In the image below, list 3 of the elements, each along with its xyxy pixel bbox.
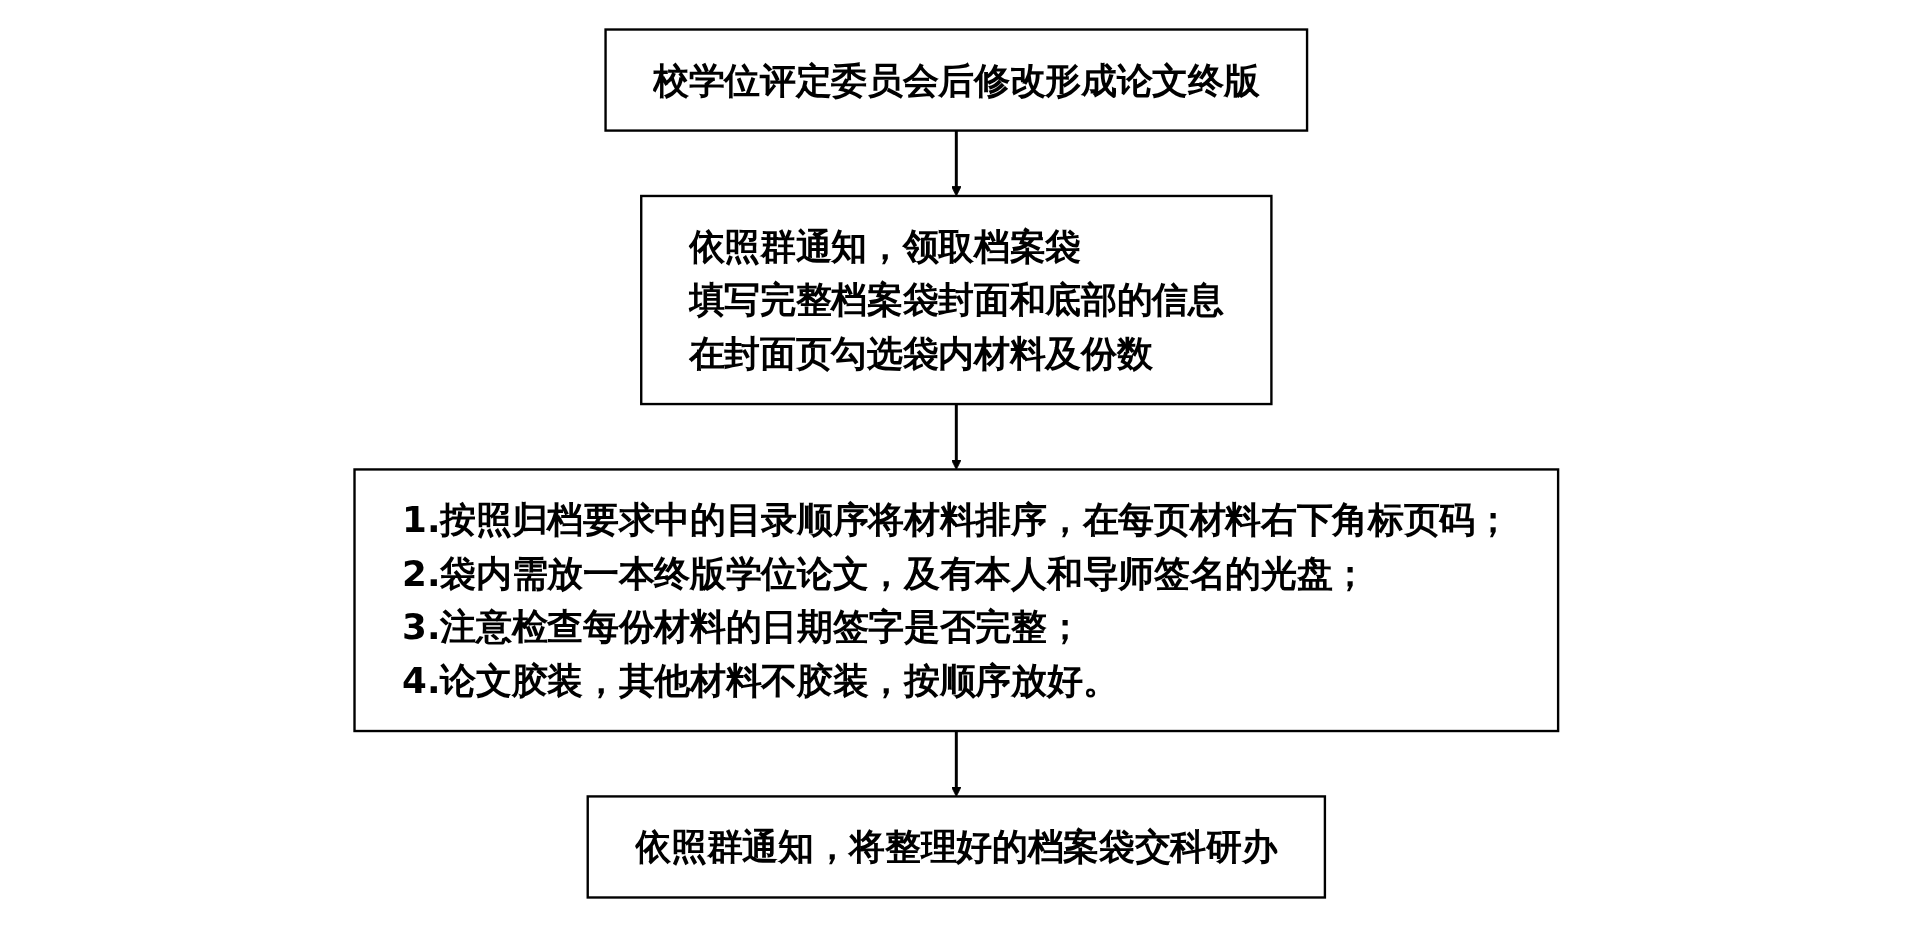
arrow bbox=[950, 731, 962, 797]
arrow bbox=[950, 404, 962, 470]
node-box: 1.按照归档要求中的目录顺序将材料排序，在每页材料右下角标页码； 2.袋内需放一本终版学位论文，及有本人和导师签名的光盘； 3.注意检查每份材料的日期签字是否完整； 4.论文胶装，其他材料不胶装，按顺序放好。 bbox=[353, 468, 1559, 733]
